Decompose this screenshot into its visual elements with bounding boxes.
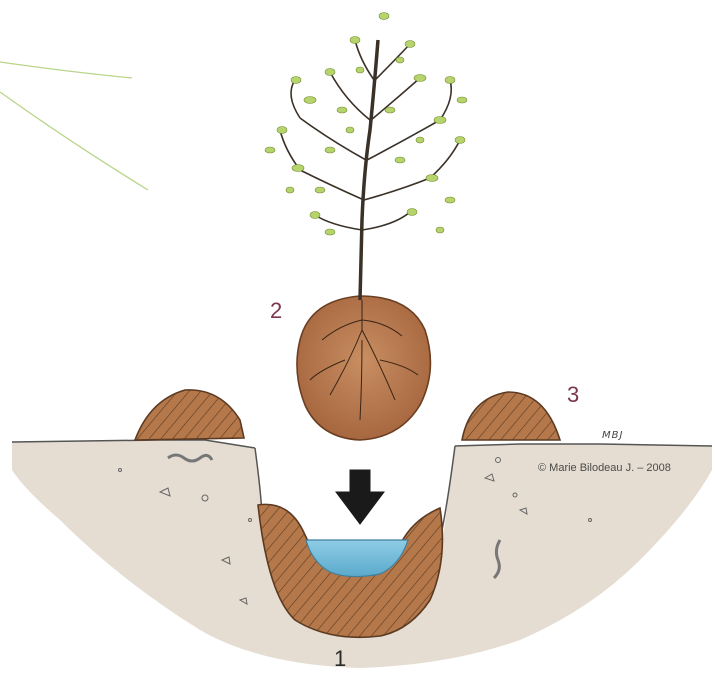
tree-leaves — [265, 13, 467, 236]
soil-pile-left — [135, 390, 244, 440]
copyright-credit: © Marie Bilodeau J. – 2008 — [538, 462, 671, 474]
step-label-3: 3 — [567, 382, 579, 408]
soil-pile-right — [462, 392, 560, 440]
sun-rays — [0, 62, 148, 190]
step-label-1: 1 — [334, 646, 346, 672]
root-ball — [297, 296, 430, 440]
step-label-2: 2 — [270, 298, 282, 324]
down-arrow — [336, 470, 384, 524]
artist-signature: MBJ — [602, 430, 623, 441]
